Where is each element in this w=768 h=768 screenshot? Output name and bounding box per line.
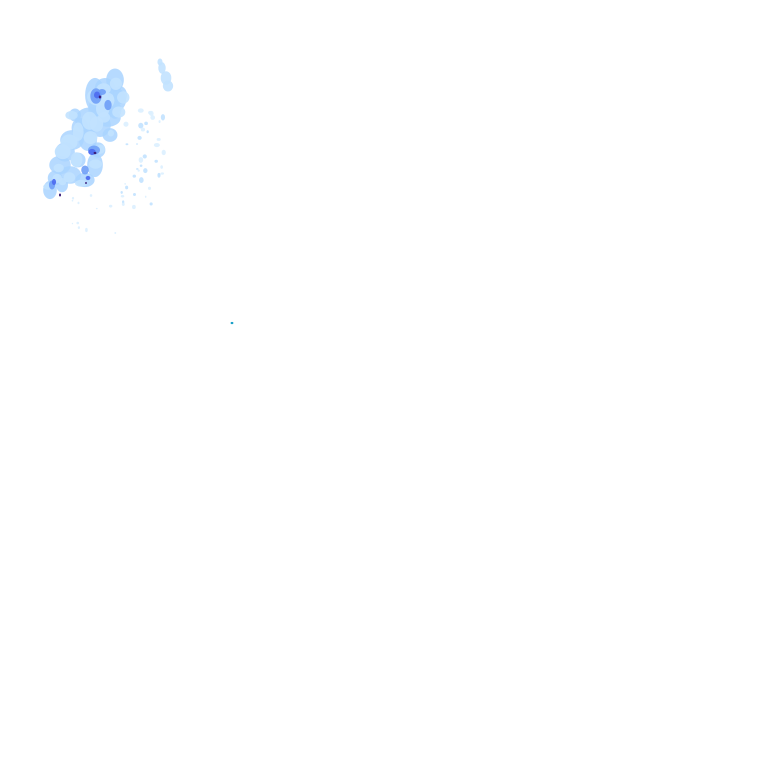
echo-cell bbox=[54, 144, 71, 160]
echo-core-strong bbox=[85, 175, 91, 181]
echo-speckle bbox=[124, 183, 127, 185]
echo-speckle bbox=[139, 164, 143, 167]
echo-speckle bbox=[132, 204, 136, 210]
echo-speckle bbox=[137, 169, 140, 172]
echo-speckle bbox=[139, 177, 144, 184]
echo-cell bbox=[72, 122, 84, 141]
echo-speckle bbox=[132, 174, 137, 178]
echo-core-extreme bbox=[98, 95, 102, 99]
echo-speckle bbox=[76, 221, 80, 225]
echo-speckle bbox=[138, 122, 144, 129]
echo-speckle bbox=[160, 172, 165, 175]
echo-speckle bbox=[142, 154, 147, 159]
echo-speckle bbox=[160, 114, 166, 121]
echo-core-extreme bbox=[93, 151, 97, 155]
echo-core bbox=[81, 165, 89, 175]
echo-cell bbox=[109, 77, 122, 90]
echo-cell bbox=[53, 163, 64, 173]
echo-speckle bbox=[120, 191, 123, 194]
echo-speckle bbox=[108, 204, 113, 208]
echo-speckle bbox=[71, 222, 74, 225]
echo-speckle bbox=[140, 127, 146, 132]
echo-cell bbox=[97, 112, 111, 123]
echo-speckle bbox=[157, 172, 161, 178]
echo-speckle bbox=[138, 157, 144, 163]
precipitation-echo-layer bbox=[43, 58, 234, 325]
echo-cell bbox=[63, 172, 76, 183]
echo-cell bbox=[70, 152, 83, 168]
echo-cell bbox=[112, 106, 126, 118]
echo-speckle bbox=[161, 149, 166, 156]
echo-speckle bbox=[160, 165, 163, 169]
echo-speckle bbox=[133, 192, 136, 196]
echo-core-strong bbox=[51, 178, 57, 186]
echo-speckle bbox=[123, 121, 129, 127]
echo-speckle bbox=[150, 115, 156, 120]
echo-speckle bbox=[125, 185, 129, 190]
echo-cell-isolated bbox=[162, 80, 174, 92]
echo-speckle bbox=[153, 143, 160, 148]
echo-speckle bbox=[137, 135, 142, 140]
echo-cell bbox=[83, 131, 98, 145]
echo-cell bbox=[107, 129, 115, 137]
echo-speckle bbox=[156, 138, 161, 141]
echo-core-extreme bbox=[58, 193, 62, 197]
echo-speckle bbox=[144, 121, 148, 126]
echo-speckle bbox=[158, 120, 161, 123]
echo-speckle bbox=[143, 168, 148, 174]
echo-speckle bbox=[89, 194, 93, 197]
echo-speckle bbox=[149, 110, 154, 116]
echo-speckle bbox=[125, 143, 129, 146]
echo-cell bbox=[117, 91, 130, 104]
echo-speckle bbox=[85, 227, 88, 233]
echo-core-extreme bbox=[85, 181, 87, 185]
echo-speckle bbox=[135, 143, 139, 145]
echo-speckle bbox=[114, 232, 117, 234]
echo-speckle bbox=[121, 202, 125, 206]
echo-speckle bbox=[146, 130, 149, 134]
echo-speckle bbox=[77, 201, 80, 205]
echo-speckle bbox=[136, 168, 139, 170]
echo-cell bbox=[65, 110, 78, 120]
echo-core bbox=[97, 89, 107, 95]
echo-speckle bbox=[95, 207, 98, 210]
echo-speckle bbox=[71, 199, 74, 202]
echo-cell bbox=[75, 179, 88, 187]
echo-core bbox=[104, 99, 112, 111]
echo-speckle bbox=[144, 195, 147, 198]
echo-cell bbox=[88, 159, 103, 169]
echo-speck-center bbox=[230, 321, 234, 325]
echo-speckle bbox=[71, 196, 75, 200]
echo-cell-isolated bbox=[157, 58, 163, 66]
echo-speckle bbox=[149, 202, 153, 206]
echo-speckle bbox=[77, 226, 80, 229]
echo-cell bbox=[58, 177, 67, 186]
echo-speckle bbox=[154, 159, 158, 163]
echo-speckle bbox=[137, 108, 144, 113]
echo-speckle bbox=[147, 186, 152, 190]
echo-core-strong bbox=[93, 91, 101, 99]
echo-speckle bbox=[120, 195, 125, 198]
